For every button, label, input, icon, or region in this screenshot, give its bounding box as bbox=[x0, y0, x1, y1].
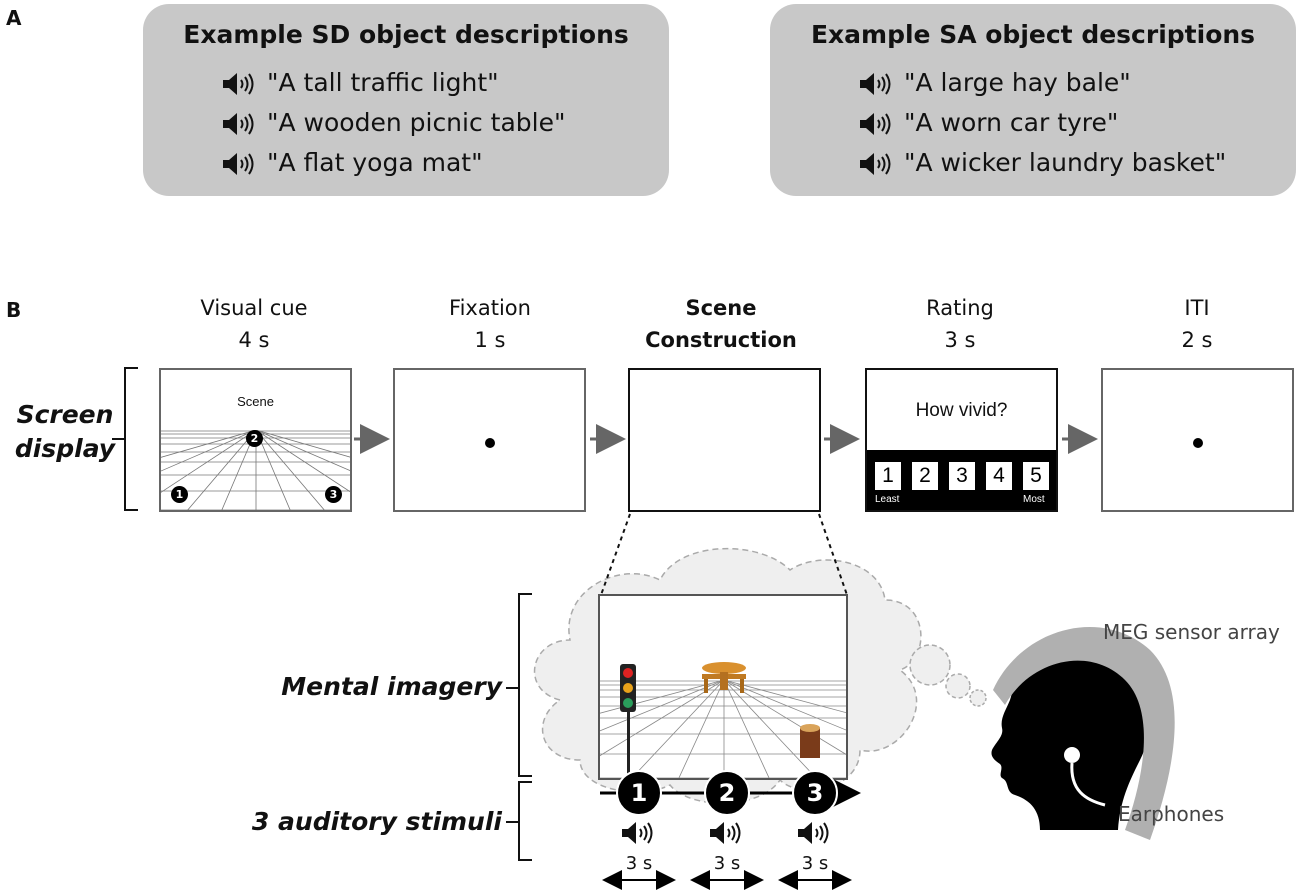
stump-icon bbox=[800, 724, 820, 758]
stimulus-duration-2: 3 s bbox=[713, 853, 741, 874]
thought-bubble-1 bbox=[909, 644, 951, 686]
sd-item-3: "A flat yoga mat" bbox=[221, 148, 483, 177]
rating-most-label: Most bbox=[1023, 494, 1045, 505]
thought-bubble-3 bbox=[969, 689, 987, 707]
earphones-label: Earphones bbox=[1118, 802, 1225, 826]
cue-badge-3: 3 bbox=[325, 486, 342, 503]
rating-least-label: Least bbox=[875, 494, 900, 505]
scene-construction-screen bbox=[628, 368, 821, 512]
panel-b-letter: B bbox=[6, 298, 22, 322]
stage-rating: Rating 3 s bbox=[926, 296, 994, 352]
visual-cue-scene-text: Scene bbox=[237, 394, 274, 409]
stage-iti: ITI 2 s bbox=[1181, 296, 1213, 352]
stimulus-badge-2: 2 bbox=[704, 770, 750, 816]
stage-scene-construction: Scene Construction bbox=[645, 296, 797, 352]
sd-descriptions-box: Example SD object descriptions "A tall t… bbox=[143, 4, 669, 196]
rating-option-4[interactable]: 4 bbox=[986, 462, 1012, 490]
mental-imagery-label: Mental imagery bbox=[281, 672, 502, 701]
speaker-icon bbox=[620, 820, 658, 846]
stage-visual-cue: Visual cue 4 s bbox=[200, 296, 308, 352]
rating-screen: How vivid? 1 2 3 4 5 Least Most bbox=[865, 368, 1058, 512]
picnic-table-icon bbox=[702, 662, 746, 693]
stimulus-duration-3: 3 s bbox=[801, 853, 829, 874]
sa-descriptions-box: Example SA object descriptions "A large … bbox=[770, 4, 1296, 196]
stimulus-badge-3: 3 bbox=[792, 770, 838, 816]
stimulus-duration-1: 3 s bbox=[625, 853, 653, 874]
auditory-stimuli-label: 3 auditory stimuli bbox=[251, 807, 502, 836]
rating-bar: 1 2 3 4 5 Least Most bbox=[867, 450, 1056, 510]
fixation-screen bbox=[393, 368, 586, 512]
visual-cue-screen: Scene 2 1 3 bbox=[159, 368, 352, 512]
rating-option-2[interactable]: 2 bbox=[912, 462, 938, 490]
traffic-light-icon bbox=[620, 664, 636, 778]
panel-a-letter: A bbox=[6, 6, 22, 30]
meg-sensor-label: MEG sensor array bbox=[1103, 620, 1280, 644]
cue-badge-2: 2 bbox=[246, 430, 263, 447]
speaker-icon bbox=[796, 820, 834, 846]
sa-item-2: "A worn car tyre" bbox=[858, 108, 1118, 137]
sd-box-title: Example SD object descriptions bbox=[183, 20, 629, 49]
meg-sensor-arc bbox=[993, 626, 1175, 840]
mental-imagery-scene bbox=[598, 594, 848, 780]
rating-option-3[interactable]: 3 bbox=[949, 462, 975, 490]
screen-display-label: Screen display bbox=[14, 400, 116, 463]
stimulus-badge-1: 1 bbox=[616, 770, 662, 816]
rating-option-1[interactable]: 1 bbox=[875, 462, 901, 490]
head-silhouette bbox=[991, 650, 1150, 830]
speaker-icon bbox=[708, 820, 746, 846]
fixation-dot bbox=[485, 438, 495, 448]
iti-screen bbox=[1101, 368, 1294, 512]
rating-question: How vivid? bbox=[915, 400, 1008, 421]
sa-box-title: Example SA object descriptions bbox=[810, 20, 1256, 49]
stage-fixation: Fixation 1 s bbox=[449, 296, 531, 352]
sa-item-3: "A wicker laundry basket" bbox=[858, 148, 1226, 177]
iti-fixation-dot bbox=[1193, 438, 1203, 448]
cue-badge-1: 1 bbox=[171, 486, 188, 503]
sa-item-1: "A large hay bale" bbox=[858, 68, 1131, 97]
rating-option-5[interactable]: 5 bbox=[1023, 462, 1049, 490]
sd-item-1: "A tall traffic light" bbox=[221, 68, 499, 97]
thought-bubble-2 bbox=[945, 673, 971, 699]
sd-item-2: "A wooden picnic table" bbox=[221, 108, 566, 137]
earphone-icon bbox=[1064, 747, 1080, 763]
